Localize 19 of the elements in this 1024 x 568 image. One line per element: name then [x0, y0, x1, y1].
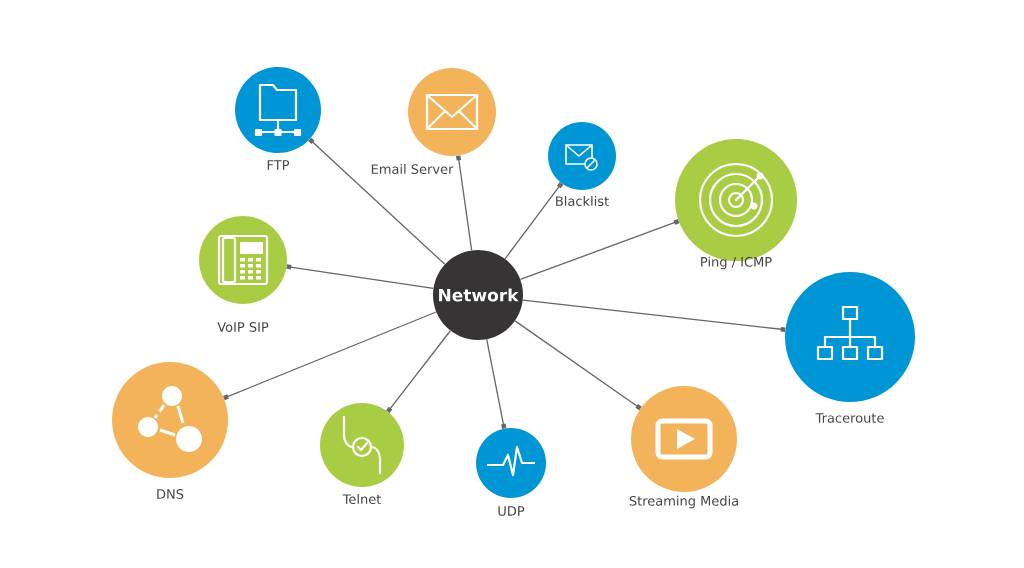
node-label: UDP: [498, 506, 525, 516]
connector: [519, 219, 680, 281]
connector: [386, 330, 451, 413]
connector: [286, 264, 434, 289]
connector: [522, 299, 786, 332]
connector: [504, 182, 564, 260]
node-label: Traceroute: [815, 413, 884, 423]
node-label: FTP: [267, 160, 290, 170]
connector: [486, 338, 507, 429]
node-label: Blacklist: [556, 195, 609, 207]
connector: [456, 155, 473, 251]
node-label: Telnet: [342, 493, 382, 505]
node-label: DNS: [157, 489, 184, 499]
connector: [514, 320, 642, 411]
node-label: Ping / ICMP: [701, 256, 772, 270]
node-label: Email Server: [371, 163, 454, 175]
node-label: Streaming Media: [629, 495, 738, 509]
node-label: VoIP SIP: [217, 322, 269, 332]
connector: [308, 137, 446, 265]
